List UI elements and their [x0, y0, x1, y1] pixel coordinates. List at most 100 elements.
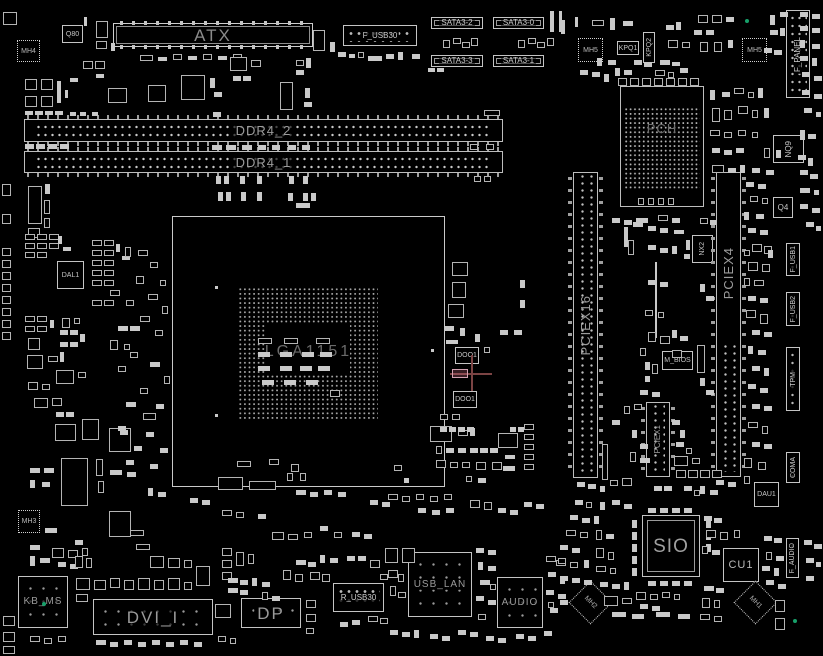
smd-part	[692, 458, 700, 464]
pch-chipset[interactable]: PCH	[620, 86, 704, 207]
smd-part	[484, 110, 500, 116]
selection-crosshair-vertical	[471, 355, 473, 391]
smd-part	[624, 406, 630, 414]
smd-part	[770, 30, 778, 35]
smd-part	[134, 446, 142, 451]
smd-part	[92, 300, 102, 306]
kpq2-chip[interactable]: KPQ2	[643, 32, 655, 63]
smd-part	[674, 230, 684, 234]
smd-part	[808, 158, 813, 166]
smd-part	[138, 578, 150, 590]
sata3-0-connector[interactable]: SATA3-0	[493, 17, 544, 29]
smd-part	[431, 349, 434, 352]
doo1-chip-b[interactable]: DOO1	[453, 391, 477, 408]
sata3-2-connector[interactable]: SATA3-2	[431, 17, 483, 29]
sata3-3-connector[interactable]: SATA3-3	[431, 55, 483, 67]
kpq1-chip[interactable]: KPQ1	[617, 41, 639, 55]
dal1-chip[interactable]: DAL1	[57, 261, 84, 289]
smd-part	[370, 500, 378, 505]
smd-part	[30, 545, 40, 550]
smd-part	[700, 378, 705, 386]
smd-part	[720, 532, 728, 540]
pciex16-slot[interactable]: PCIEX16	[568, 172, 603, 478]
smd-part	[340, 622, 348, 627]
mh3-hole[interactable]: MH3	[18, 510, 40, 533]
smd-part	[70, 564, 78, 569]
tpm-header[interactable]: TPM	[786, 347, 800, 411]
smd-part	[310, 492, 318, 497]
smd-part	[65, 90, 68, 98]
smd-part	[95, 61, 105, 69]
q80-chip[interactable]: Q80	[62, 25, 83, 43]
smd-part	[222, 510, 232, 516]
smd-part	[640, 444, 648, 449]
sata3-1-connector[interactable]: SATA3-1	[493, 55, 544, 67]
smd-part	[660, 60, 670, 65]
pin-grid	[414, 558, 466, 611]
smd-part	[632, 544, 637, 552]
smd-part	[640, 348, 646, 356]
smd-part	[682, 42, 690, 48]
smd-part	[672, 330, 677, 338]
q4-chip[interactable]: Q4	[773, 197, 793, 218]
coma-header[interactable]: COMA	[786, 452, 800, 483]
f-panel-header[interactable]: F_PANEL	[786, 10, 810, 98]
f-usb30-header[interactable]: F_USB30	[343, 25, 417, 46]
f-audio-header[interactable]: F_AUDIO	[786, 538, 799, 578]
smd-part	[648, 508, 656, 513]
dp-port[interactable]: DP	[241, 598, 301, 628]
smd-part	[480, 448, 488, 453]
pciex1-slot[interactable]: PCIEX1	[641, 402, 675, 477]
smd-part	[559, 11, 562, 32]
r-usb30-port[interactable]: R_USB30	[333, 583, 384, 612]
smd-part	[304, 102, 312, 107]
smd-part	[684, 508, 692, 513]
f-usb2-header[interactable]: F_USB2	[786, 292, 800, 326]
smd-part	[800, 204, 808, 209]
smd-part	[748, 384, 756, 389]
smd-part	[744, 278, 750, 286]
smd-part	[44, 200, 50, 214]
smd-part	[203, 54, 212, 60]
cu1-chip[interactable]: CU1	[723, 548, 759, 582]
doo1-chip-a[interactable]: DOO1	[455, 347, 479, 364]
smd-part	[25, 79, 37, 90]
smd-part	[505, 455, 515, 459]
ddr4-1-slot[interactable]: DDR4_1	[24, 147, 503, 177]
smd-part	[566, 530, 576, 536]
smd-part	[311, 193, 316, 201]
sio-chip[interactable]: SIO	[642, 515, 700, 577]
ddr4-2-slot[interactable]: DDR4_2	[24, 115, 503, 146]
f-usb1-header[interactable]: F_USB1	[786, 243, 800, 276]
usb-lan-port[interactable]: USB_LAN	[408, 552, 472, 617]
mh1-hole[interactable]: MH1	[733, 580, 778, 625]
smd-part	[710, 490, 718, 495]
smd-part	[740, 165, 745, 173]
dvi-i-port[interactable]: DVI_I	[93, 599, 213, 635]
nq9-chip[interactable]: NQ9	[773, 135, 804, 163]
smd-part	[257, 192, 262, 201]
smd-part	[474, 176, 481, 182]
smd-part	[550, 608, 558, 613]
mh5-hole-right[interactable]: MH5	[742, 38, 767, 62]
q4-chip-label-text: Q4	[777, 202, 789, 212]
nx2-chip[interactable]: NX2	[692, 235, 713, 263]
smd-part	[41, 96, 53, 107]
mh4-hole[interactable]: MH4	[17, 40, 40, 62]
smd-part	[764, 368, 769, 376]
dau1-chip[interactable]: DAU1	[754, 482, 779, 507]
doo1-chip-b-label-text: DOO1	[455, 396, 475, 403]
smd-part	[78, 372, 86, 378]
pciex4-slot[interactable]: PCIEX4	[711, 172, 746, 477]
smd-part	[754, 280, 764, 286]
audio-port[interactable]: AUDIO	[497, 577, 543, 628]
smd-part	[240, 176, 245, 184]
smd-part	[776, 556, 784, 561]
sata-inner-outline	[434, 20, 480, 26]
atx-power-connector[interactable]: ATX	[113, 21, 313, 49]
smd-part	[668, 40, 678, 48]
smd-part	[28, 338, 40, 350]
smd-part	[140, 55, 153, 61]
smd-part	[398, 52, 403, 60]
smd-part	[122, 256, 130, 260]
